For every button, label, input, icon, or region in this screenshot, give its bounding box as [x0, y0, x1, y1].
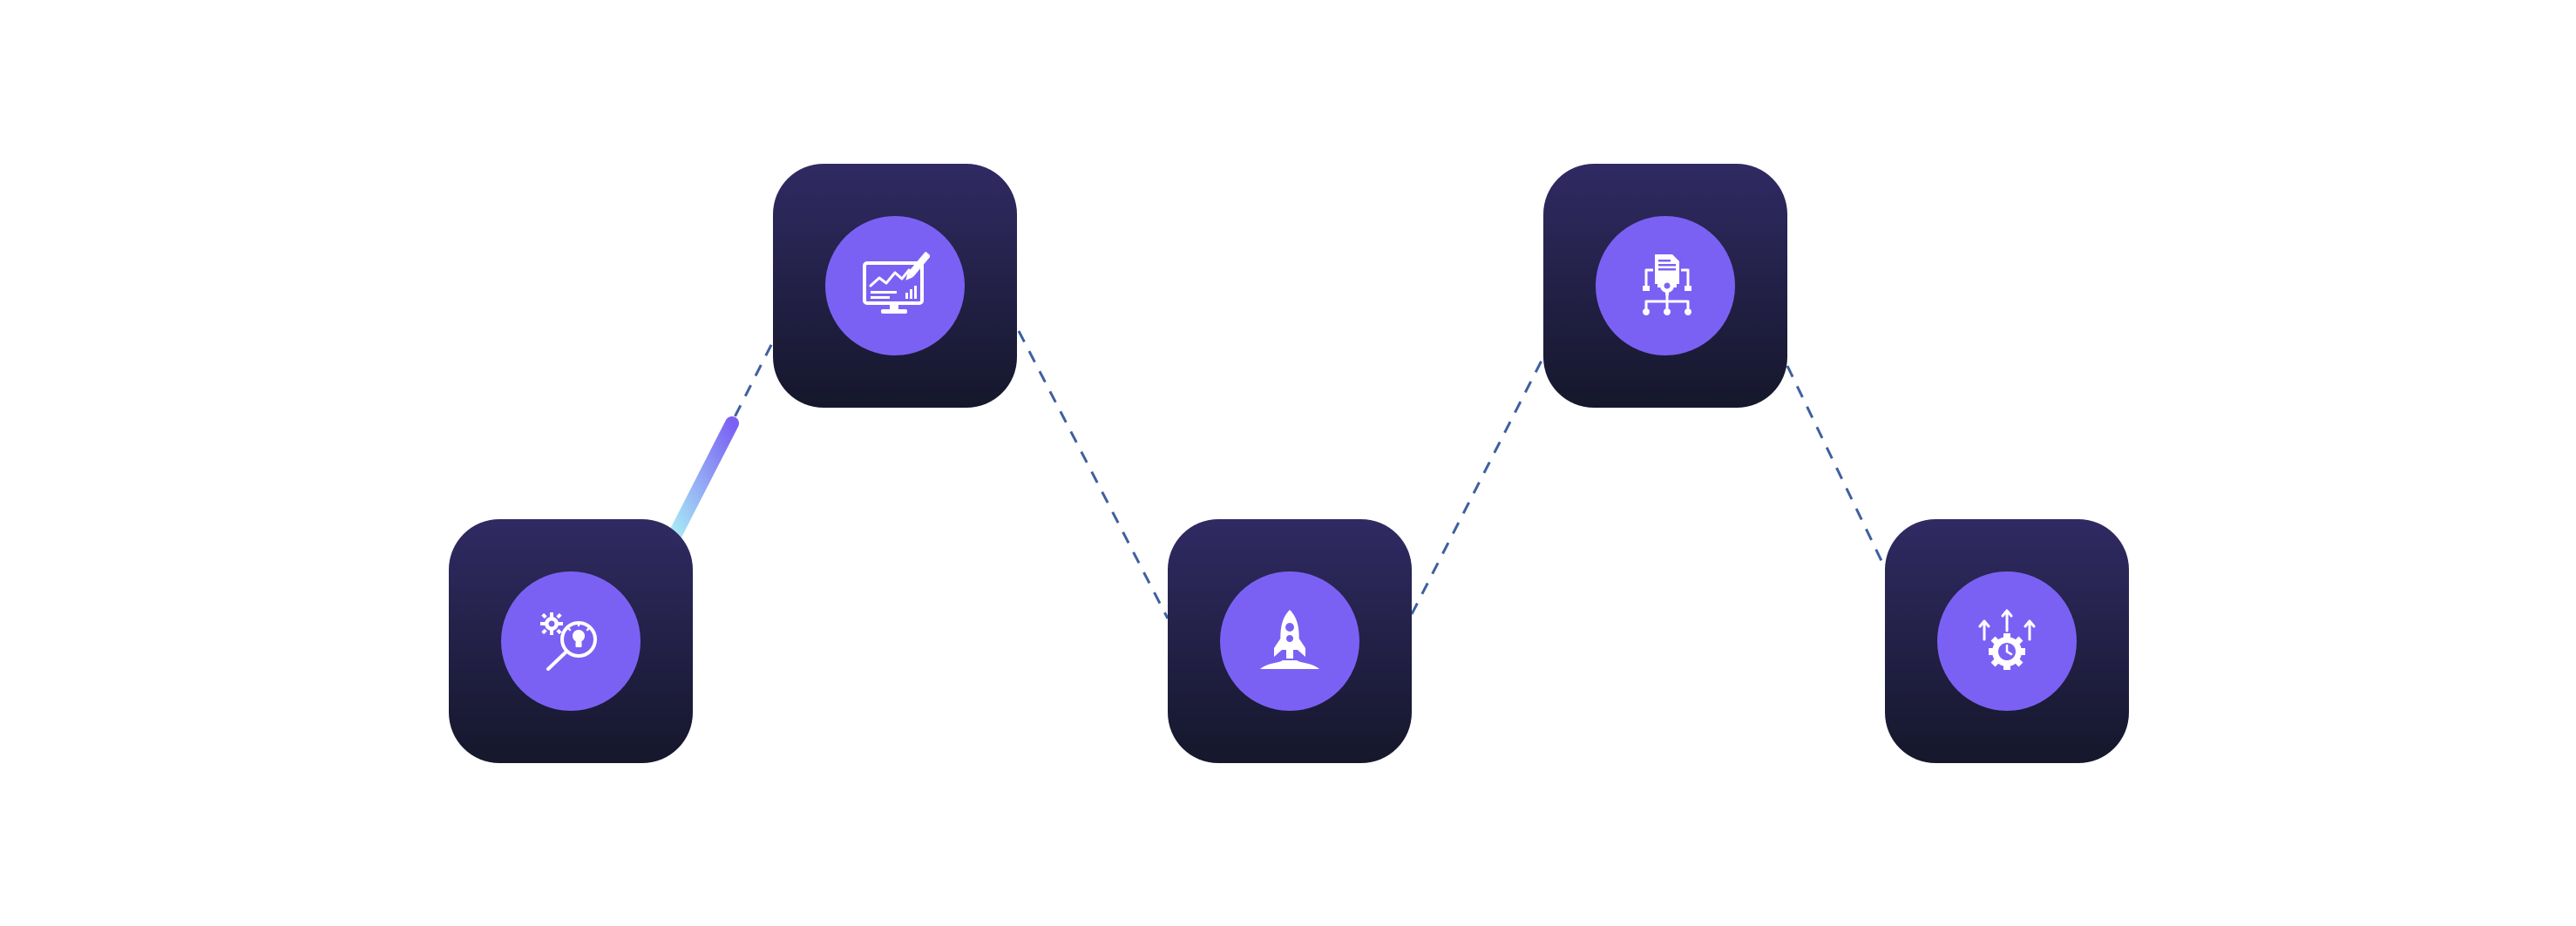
icon-circle	[1596, 216, 1735, 355]
magnifier-gear-lightbulb-icon	[540, 612, 597, 671]
dashed-connector-3-4	[1410, 356, 1545, 615]
step-node-research	[449, 519, 693, 763]
icon-circle	[501, 571, 641, 711]
dashed-connector-2-3	[1017, 330, 1169, 619]
dashed-connector-1-2	[672, 337, 776, 538]
step-node-launch	[1168, 519, 1412, 763]
document-hierarchy-icon	[1643, 254, 1691, 315]
dashed-connector-4-5	[1786, 365, 1887, 569]
icon-circle	[825, 216, 965, 355]
icon-circle	[1937, 571, 2077, 711]
step-node-analysis	[773, 164, 1017, 408]
rocket-icon	[1260, 610, 1319, 669]
monitor-chart-pencil-icon	[863, 252, 930, 314]
step-node-planning	[1543, 164, 1787, 408]
step-node-growth	[1885, 519, 2129, 763]
icon-circle	[1220, 571, 1359, 711]
progress-connector	[667, 416, 739, 544]
gear-clock-arrows-icon	[1978, 609, 2036, 670]
